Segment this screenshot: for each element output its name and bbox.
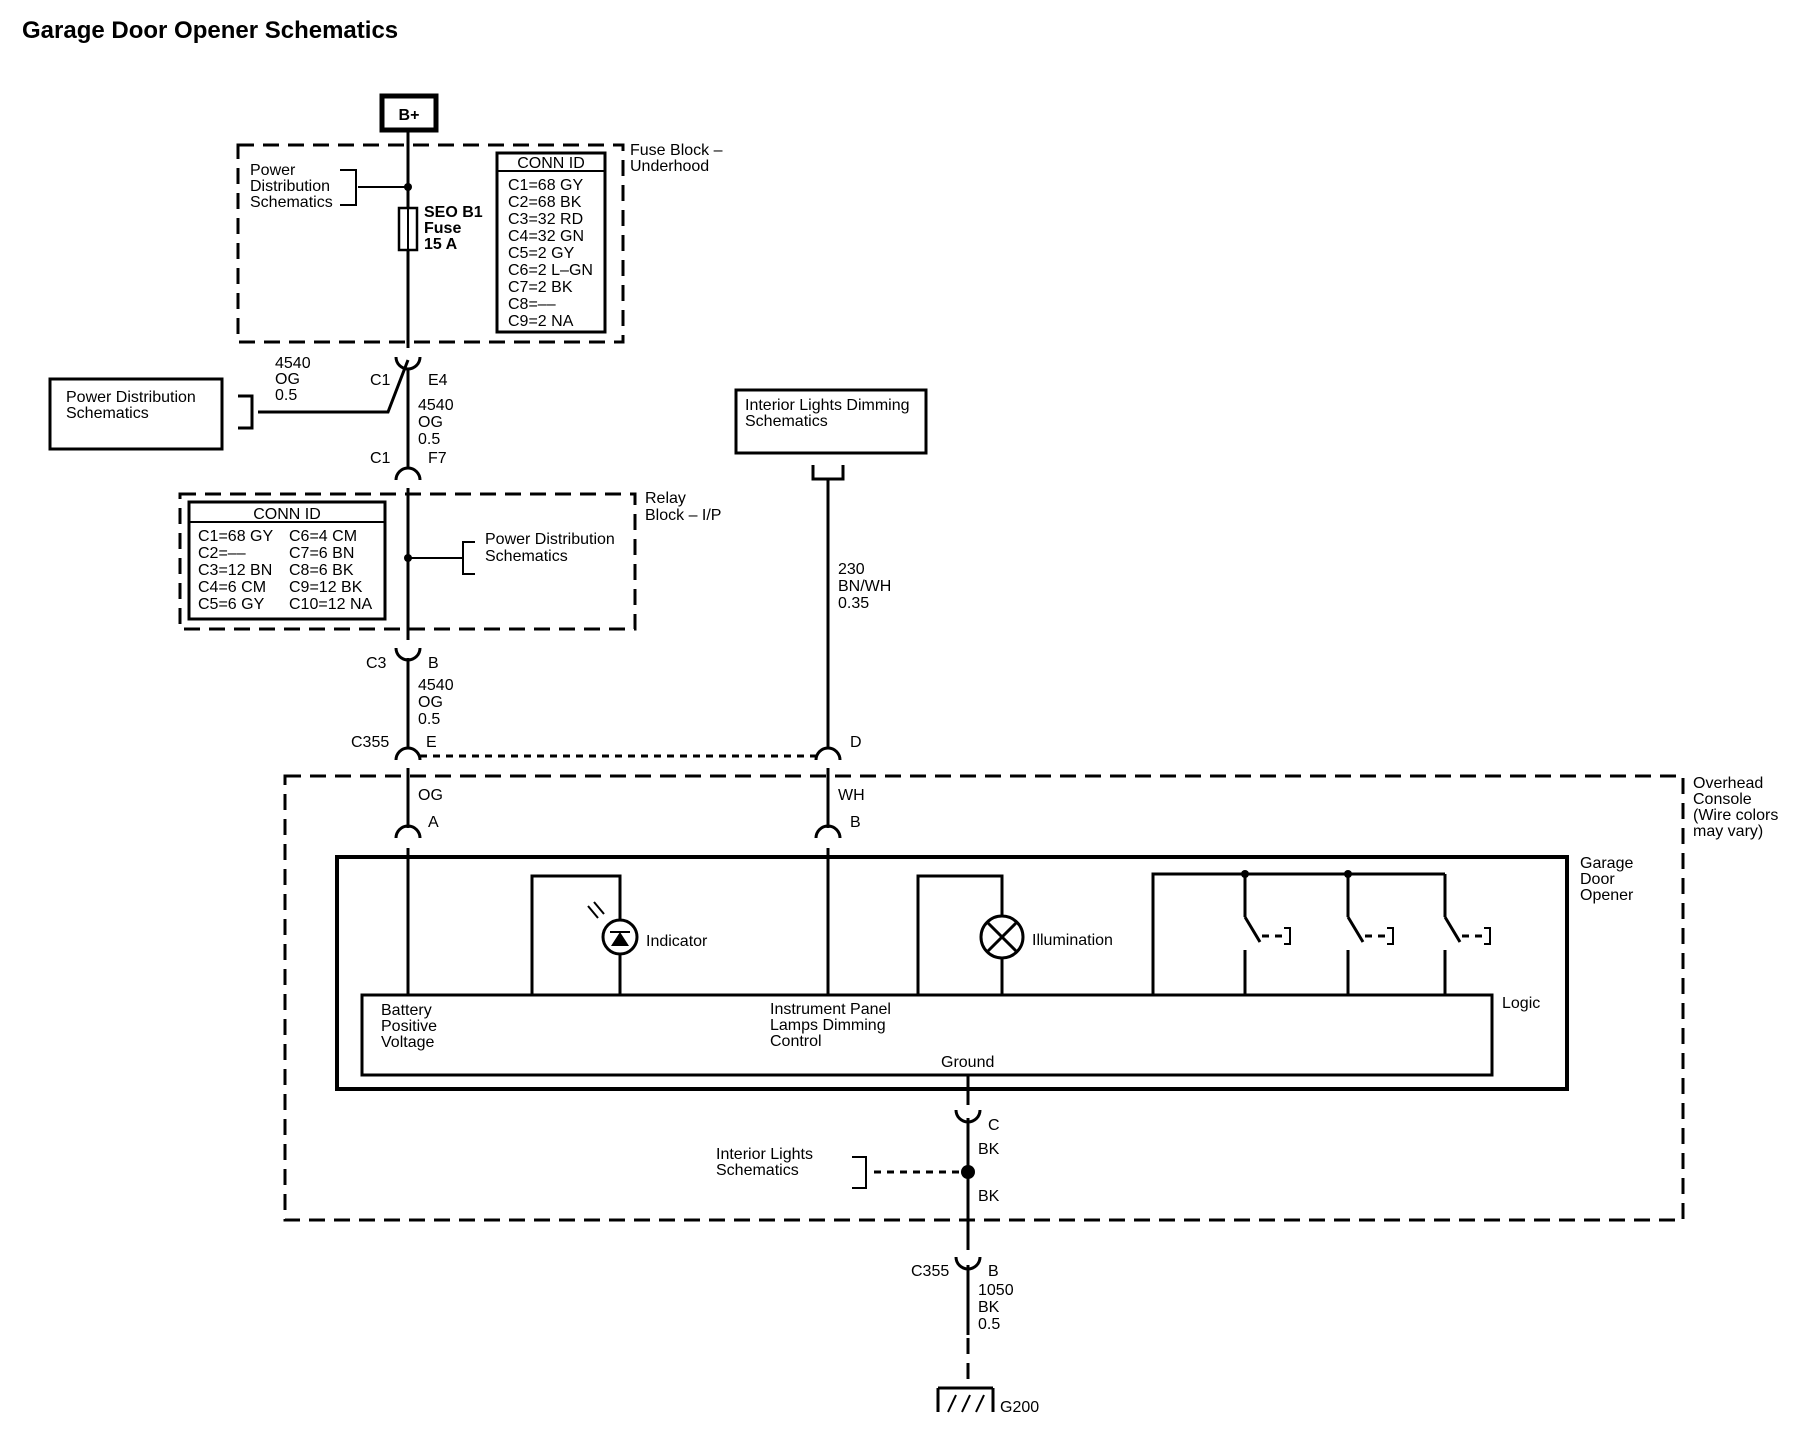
battery-positive-source: B+: [379, 93, 439, 133]
fuse-label: SEO B1 Fuse 15 A: [424, 204, 487, 253]
power-distribution-branch: 4540 OG 0.5: [238, 355, 410, 430]
fuse-block-power-dist-ref[interactable]: Power Distribution Schematics: [250, 162, 334, 211]
svg-text:A: A: [428, 814, 439, 831]
light-emission-icon: [587, 901, 605, 919]
lamp-icon: [985, 920, 1019, 954]
illumination-label: Illumination: [1032, 932, 1113, 949]
connector-opener-b: B: [814, 814, 861, 839]
svg-text:F7: F7: [428, 450, 447, 467]
battery-positive-voltage-label: Battery Positive Voltage: [381, 1002, 441, 1051]
branch-wire-label: 4540 OG 0.5: [275, 355, 315, 404]
power-distribution-box-label: Power Distribution Schematics: [66, 389, 200, 422]
connector-c355-bottom: C355 B: [911, 1256, 999, 1280]
interior-lights-dimming-label: Interior Lights Dimming Schematics: [745, 397, 914, 430]
garage-door-opener-label: Garage Door Opener: [1580, 855, 1638, 904]
ground-circuit: C BK Interior Lights Schematics BK C355 …: [716, 1075, 1039, 1416]
logic-label: Logic: [1502, 995, 1540, 1012]
led-icon: [610, 931, 630, 946]
connector-c3-b: C3 B: [366, 647, 439, 672]
fuse-block-label: Fuse Block – Underhood: [630, 142, 727, 175]
relay-block-label: Relay Block – I/P: [645, 490, 721, 524]
wire-1050-label: 1050 BK 0.5: [978, 1282, 1018, 1333]
garage-door-opener-module: Garage Door Opener Logic Battery Positiv…: [335, 855, 1638, 1091]
opener-pin-c: C: [988, 1117, 1000, 1134]
logic-block: [360, 993, 1494, 1077]
power-source-label: B+: [399, 107, 420, 124]
connector-c1-f7: C1 F7: [370, 450, 447, 481]
ground-id-label: G200: [1000, 1399, 1039, 1416]
ip-lamps-dimming-label: Instrument Panel Lamps Dimming Control: [770, 1001, 895, 1050]
connector-opener-a: A: [394, 814, 439, 839]
indicator-label: Indicator: [646, 933, 708, 950]
switch-2: [1346, 874, 1394, 995]
switch-3: [1443, 874, 1491, 995]
wire-wh-label: WH: [838, 787, 865, 804]
svg-text:C355: C355: [351, 734, 389, 751]
wire-4540-low-label: 4540 OG 0.5: [418, 677, 458, 728]
svg-text:E4: E4: [428, 372, 448, 389]
relay-conn-id-col2: C6=4 CM C7=6 BN C8=6 BK C9=12 BK C10=12 …: [289, 528, 372, 613]
relay-block-ip: Relay Block – I/P CONN ID C1=68 GY C2=––…: [178, 490, 721, 631]
svg-text:C1: C1: [370, 450, 391, 467]
svg-text:E: E: [426, 734, 437, 751]
svg-text:C3: C3: [366, 655, 387, 672]
svg-text:B: B: [988, 1263, 999, 1280]
wire-230-label: 230 BN/WH 0.35: [838, 561, 896, 612]
overhead-console: Overhead Console (Wire colors may vary) …: [283, 774, 1783, 1222]
svg-text:D: D: [850, 734, 862, 751]
wire-og-label: OG: [418, 787, 443, 804]
switch-bank: [1151, 870, 1491, 995]
relay-conn-id-title: CONN ID: [253, 506, 321, 523]
svg-text:B: B: [850, 814, 861, 831]
page-title: Garage Door Opener Schematics: [22, 17, 398, 44]
illumination-lamp: Illumination: [916, 874, 1113, 995]
svg-text:B: B: [428, 655, 439, 672]
connector-c355-top: C355 E D: [351, 734, 862, 761]
indicator-led: Indicator: [530, 874, 708, 995]
chassis-ground-icon: [936, 1386, 995, 1413]
power-distribution-box[interactable]: Power Distribution Schematics: [48, 377, 224, 451]
ground-pin-label: Ground: [941, 1054, 994, 1071]
svg-text:C355: C355: [911, 1263, 949, 1280]
svg-text:C1: C1: [370, 372, 391, 389]
fuse-block-underhood: Fuse Block – Underhood Power Distributio…: [236, 142, 727, 344]
fuse-conn-id-title: CONN ID: [517, 155, 585, 172]
bk-lower-label: BK: [978, 1188, 1000, 1205]
ground-splice: [961, 1165, 975, 1179]
bk-upper-label: BK: [978, 1141, 1000, 1158]
switch-1: [1243, 874, 1291, 995]
overhead-console-label: Overhead Console (Wire colors may vary): [1693, 775, 1783, 840]
wire-4540-mid-label: 4540 OG 0.5: [418, 397, 458, 448]
connector-c1-e4: C1 E4: [370, 356, 448, 389]
fuse-conn-id-list: C1=68 GY C2=68 BK C3=32 RD C4=32 GN C5=2…: [508, 177, 597, 330]
relay-conn-id-col1: C1=68 GY C2=–– C3=12 BN C4=6 CM C5=6 GY: [198, 528, 277, 613]
interior-lights-ref[interactable]: Interior Lights Schematics: [716, 1146, 817, 1179]
interior-lights-dimming-box[interactable]: Interior Lights Dimming Schematics: [734, 388, 928, 481]
relay-power-dist-ref[interactable]: Power Distribution Schematics: [485, 531, 619, 565]
